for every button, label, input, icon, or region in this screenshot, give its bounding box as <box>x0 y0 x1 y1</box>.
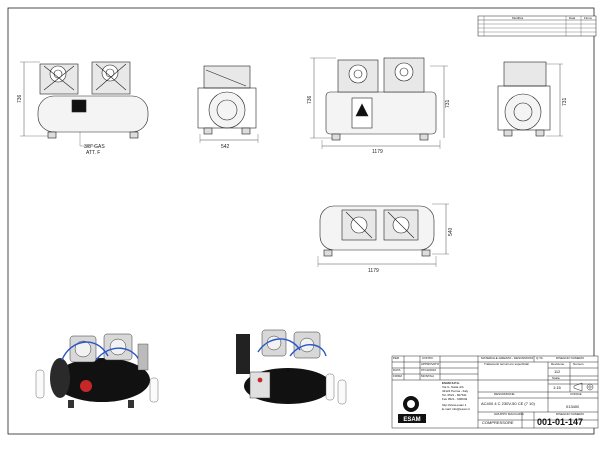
logo-text: ESAM <box>403 417 420 423</box>
view-front-large <box>310 57 448 149</box>
outlet-note-2: ATT. F <box>86 150 100 156</box>
tb-col-label-contr: CONTR. <box>422 357 434 360</box>
tb-scala-value: 1:15 <box>553 386 561 390</box>
title-block-frame <box>391 355 599 429</box>
esam-logo <box>398 396 426 423</box>
head-right-large <box>383 57 425 93</box>
view-front-elevation <box>20 61 149 147</box>
tb-number-label: Numero <box>573 363 584 366</box>
tb-group-value: COMPRESSORE <box>482 421 514 425</box>
outlet-note-1: 3/8" GAS <box>84 144 105 150</box>
isometric-view-front <box>35 333 159 408</box>
compressor-head-left <box>39 63 79 95</box>
dim-lower-length: 1179 <box>368 268 379 274</box>
tb-drawing-number-label: DISEGNO NUMERO <box>556 413 585 416</box>
dim-top-length: 1179 <box>372 149 383 155</box>
tb-codice-value: 013400 <box>566 405 580 409</box>
dim-front-height: 736 <box>17 94 23 103</box>
rev-header-modifica: Modifica <box>512 17 524 20</box>
tb-drawing-no-header: DISEGNO NUMERO <box>556 357 585 360</box>
drawing-border <box>7 7 595 435</box>
tb-row-label-date: DATA <box>393 369 401 372</box>
tb-group-label: GRUPPO MACCHINA <box>494 413 524 416</box>
projection-symbol-icon <box>573 382 594 392</box>
revision-table <box>477 15 597 37</box>
tb-finish-label: Trattamenti termici e/o superficiali <box>484 363 529 366</box>
tb-company-address-2: 43122 Parma - Italy <box>442 390 469 393</box>
dim-lower-height: 540 <box>448 227 454 236</box>
tb-company-name: ESAM S.P.A. <box>442 382 460 385</box>
tb-description-value: AC400 4 C 230V-50 CE (7 10) <box>481 402 535 406</box>
view-rear-elevation <box>197 65 259 143</box>
tb-drawing-number: 001-01-147 <box>537 418 584 427</box>
tb-row-label-sign: FIRMA <box>393 375 403 378</box>
tb-description-label: DESCRIZIONE <box>494 393 515 396</box>
tb-sign-value: MONTALI <box>421 375 435 378</box>
compressor-head-right <box>91 61 131 95</box>
dim-top-right-height: 731 <box>445 99 451 108</box>
tb-qty-header: Q.TA <box>536 357 543 360</box>
head-left-large <box>337 59 379 93</box>
tb-rev-label: Revisione <box>551 363 565 366</box>
tb-date-value: 07/12/2010 <box>421 369 437 372</box>
rev-header-data: Data <box>569 17 576 20</box>
tb-row-label-per: PER <box>393 357 400 360</box>
view-side-elevation <box>497 61 563 137</box>
isometric-view-rear <box>236 329 347 405</box>
dim-side-height: 731 <box>562 97 568 106</box>
tb-company-phone: Tel. 0521 - 607611 <box>442 394 467 397</box>
tb-company-address-1: Via G. Natta 4/A <box>442 386 464 389</box>
tb-materials-header: MATERIALE-GREZZO - DESCRIZIONE COMPONENT… <box>481 357 533 360</box>
tank-outline <box>37 95 149 133</box>
tb-scala-label: Scala <box>552 377 560 380</box>
logo-plate <box>71 99 87 113</box>
tb-col-label-approved: APPROVATO <box>421 363 440 366</box>
view-lower-elevation <box>317 203 449 267</box>
tb-company-fax: Fax 0521 - 606649 <box>442 398 468 401</box>
dim-top-height: 736 <box>307 95 313 104</box>
tb-company-email: E-mail: info@esam.it <box>442 408 470 411</box>
tb-codice-label: CODICE <box>570 393 582 396</box>
tb-company-web: http://www.esam.it <box>442 404 467 407</box>
tb-rev-value: 112 <box>554 370 561 374</box>
rev-header-firma: Firma <box>584 17 592 20</box>
dim-rear-width: 542 <box>221 144 230 150</box>
